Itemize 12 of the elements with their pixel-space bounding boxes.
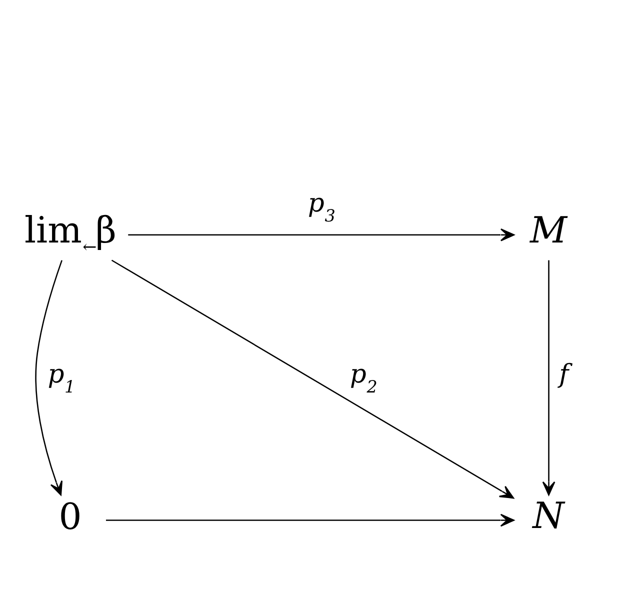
node-text: lim$_{←}$β — [24, 208, 116, 256]
arrow — [110, 260, 514, 499]
edge-label: p$_{1}$ — [47, 360, 75, 397]
edge-label: p$_{3}$ — [307, 188, 335, 226]
edge-label: p$_{2}$ — [349, 360, 377, 397]
node-text: 0 — [58, 495, 82, 538]
node-text: M — [530, 208, 567, 252]
node-text: N — [532, 494, 564, 537]
arrow — [105, 514, 514, 527]
arrow — [34, 260, 62, 496]
arrow — [128, 228, 514, 242]
arrow — [542, 260, 555, 496]
